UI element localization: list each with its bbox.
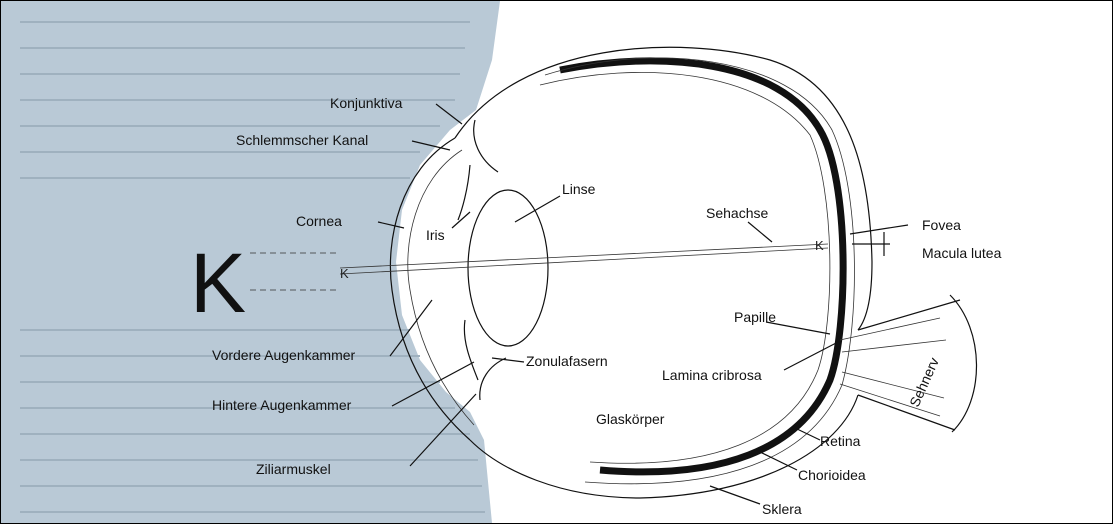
retina-letter-k: K [815, 238, 824, 253]
label-vordere-augenkammer: Vordere Augenkammer [212, 347, 356, 363]
label-glaskoerper: Glaskörper [596, 411, 665, 427]
label-zonulafasern: Zonulafasern [526, 353, 608, 369]
label-schlemmscher-kanal: Schlemmscher Kanal [236, 132, 368, 148]
label-ziliarmuskel: Ziliarmuskel [256, 461, 331, 477]
label-papille: Papille [734, 309, 776, 325]
label-linse: Linse [562, 181, 596, 197]
label-chorioidea: Chorioidea [798, 467, 866, 483]
object-letter-k: K [190, 236, 246, 330]
label-konjunktiva: Konjunktiva [330, 95, 403, 111]
label-sehachse: Sehachse [706, 205, 768, 221]
label-sklera: Sklera [762, 501, 802, 517]
label-macula-lutea: Macula lutea [922, 245, 1002, 261]
label-retina: Retina [820, 433, 861, 449]
label-cornea: Cornea [296, 213, 342, 229]
label-hintere-augenkammer: Hintere Augenkammer [212, 397, 352, 413]
label-lamina-cribrosa: Lamina cribrosa [662, 367, 762, 383]
label-fovea: Fovea [922, 217, 961, 233]
image-letter-k: K [340, 266, 349, 281]
label-iris: Iris [426, 227, 445, 243]
